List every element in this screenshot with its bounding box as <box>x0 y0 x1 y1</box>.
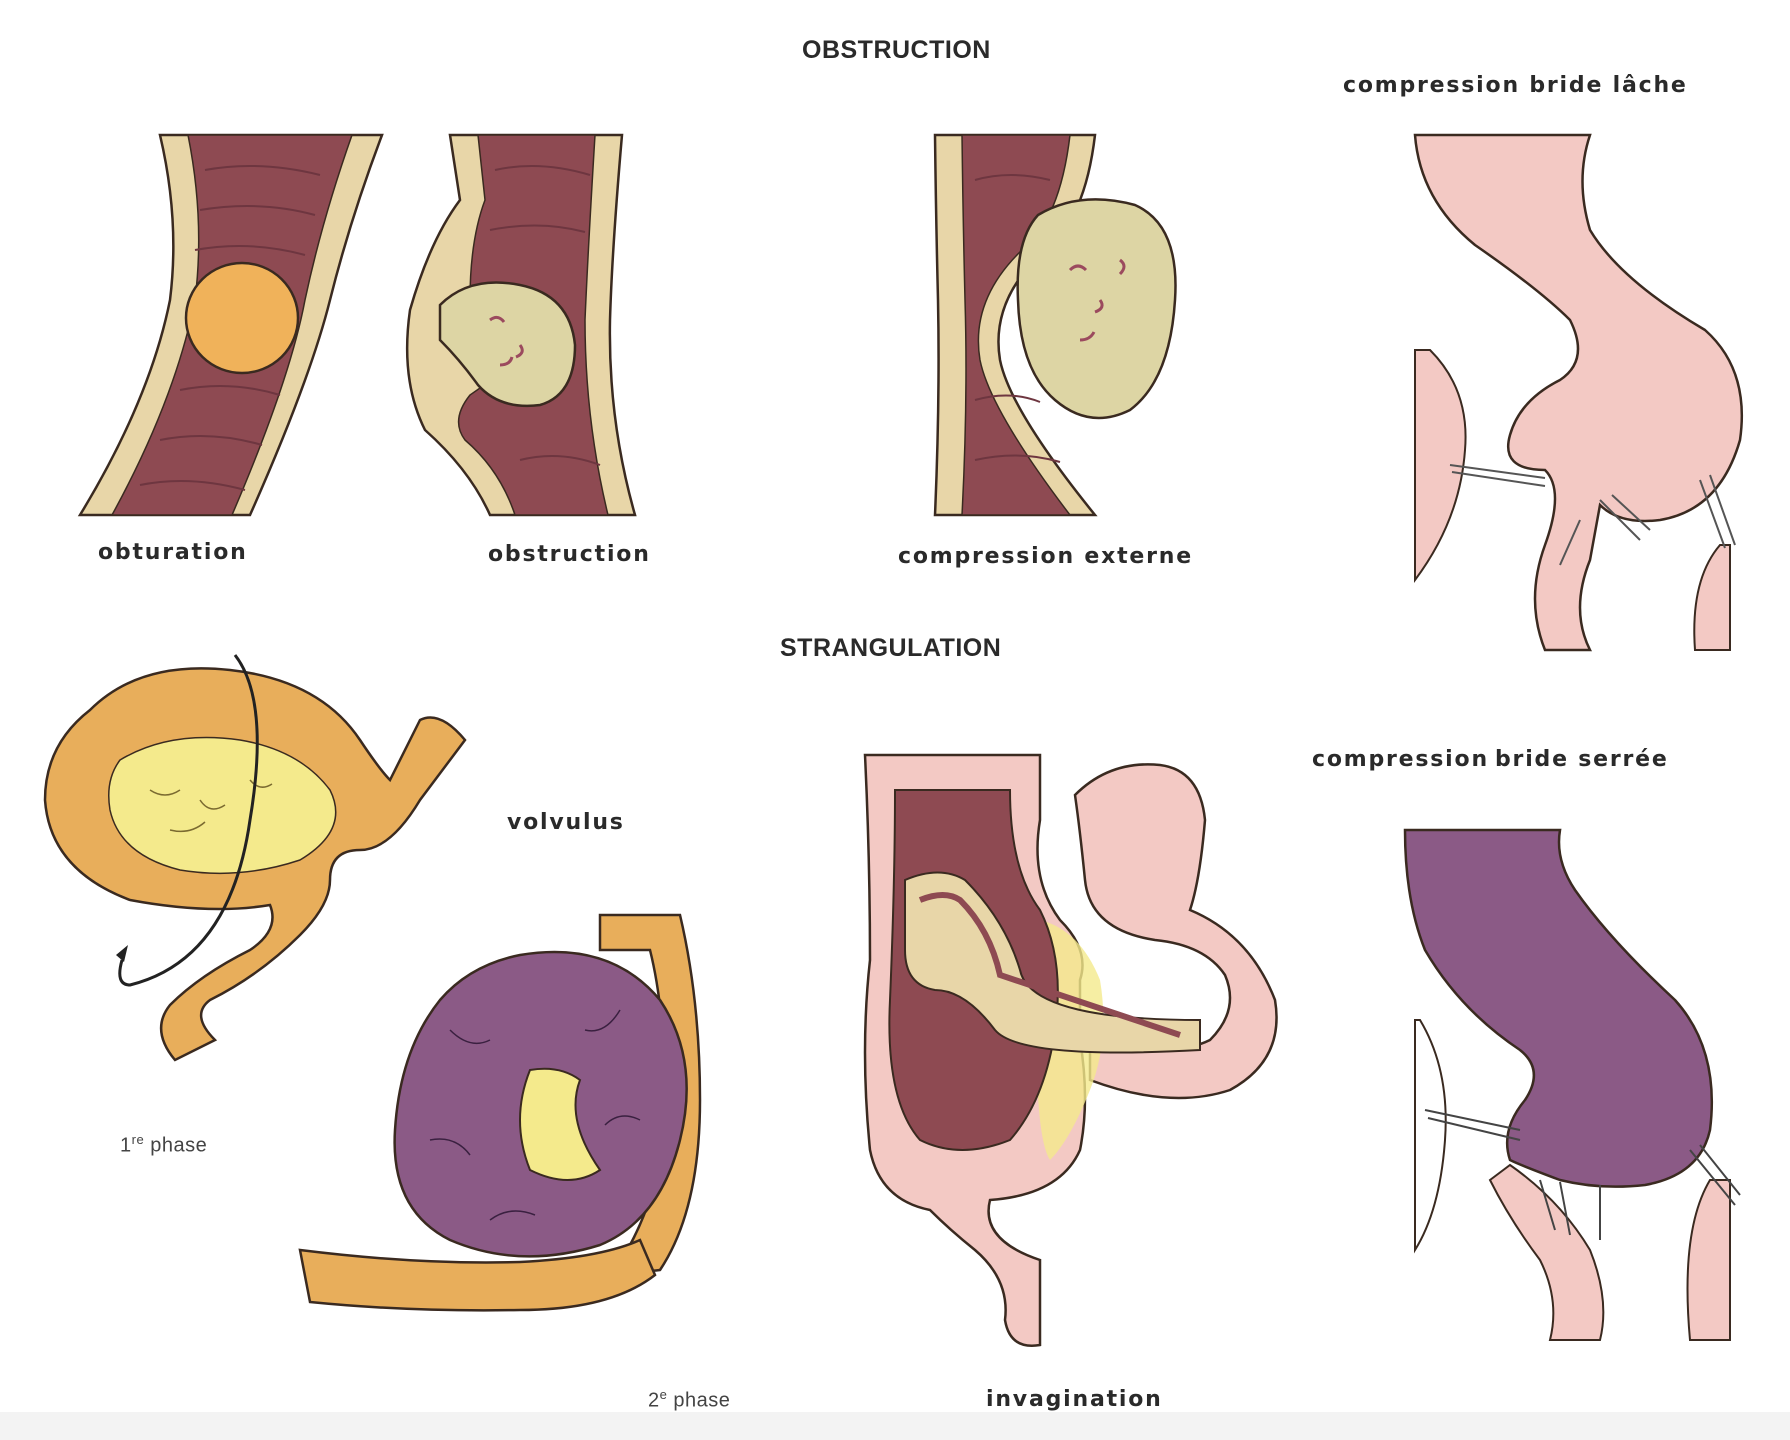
second-phase-word: phase <box>673 1389 731 1412</box>
compression-externe-figure <box>933 133 1177 517</box>
label-obturation: obturation <box>98 540 248 565</box>
bride-serree-lower-limb <box>1488 1163 1605 1341</box>
obstruction-tumor <box>438 281 577 407</box>
volvulus-mesentery <box>108 736 337 875</box>
obstruction-figure <box>405 133 637 517</box>
invagination-figure <box>863 753 1278 1347</box>
bride-lache-figure <box>1413 133 1744 652</box>
first-phase-number: 1 <box>120 1134 132 1157</box>
volvulus-first-phase-figure <box>43 654 467 1062</box>
invagination-intussusceptum <box>904 871 1201 1054</box>
label-compression: compression <box>1312 747 1489 772</box>
label-obstruction: obstruction <box>488 542 651 567</box>
heading-obstruction: OBSTRUCTION <box>802 36 991 64</box>
label-compression-externe: compression externe <box>898 544 1193 569</box>
second-phase-superscript: e <box>659 1387 668 1402</box>
bride-serree-right-limb <box>1686 1179 1731 1341</box>
obturation-ball <box>184 261 300 375</box>
bride-serree-left-limb <box>1414 1019 1447 1254</box>
volvulus-bottom-limb <box>298 1238 657 1312</box>
label-volvulus: volvulus <box>507 810 625 835</box>
heading-strangulation: STRANGULATION <box>780 634 1002 662</box>
obturation-figure <box>77 133 384 517</box>
volvulus-center <box>519 1067 602 1181</box>
invagination-limb <box>1073 763 1278 1100</box>
bottom-strip <box>0 1412 1790 1440</box>
label-bride-serree: bride serrée <box>1495 747 1669 772</box>
bride-serree-bowel <box>1403 828 1714 1188</box>
first-phase-word: phase <box>150 1134 208 1157</box>
bride-lache-left-loop <box>1414 349 1467 584</box>
label-second-phase: 2e phase <box>648 1387 730 1413</box>
second-phase-number: 2 <box>648 1389 660 1412</box>
first-phase-superscript: re <box>131 1132 145 1147</box>
label-invagination: invagination <box>986 1387 1163 1412</box>
bride-lache-bowel <box>1413 133 1744 652</box>
compression-externe-mass <box>1016 198 1177 420</box>
bride-serree-figure <box>1403 828 1741 1341</box>
label-first-phase: 1re phase <box>120 1132 207 1158</box>
bride-lache-right-loop <box>1693 544 1731 651</box>
volvulus-second-phase-figure <box>298 913 702 1312</box>
label-compression-bride-lache: compression bride lâche <box>1343 73 1688 98</box>
rotation-arrow <box>118 654 259 987</box>
